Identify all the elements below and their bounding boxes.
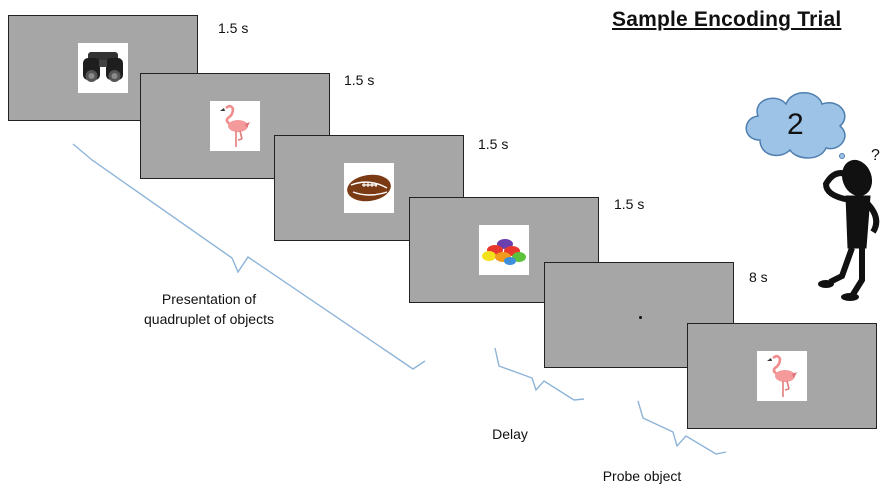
presentation-bracket <box>72 143 426 370</box>
probe-object-label: Probe object <box>602 468 682 484</box>
flamingo-image <box>210 101 260 151</box>
fixation-dot <box>639 316 642 319</box>
delay-label: Delay <box>492 426 528 442</box>
frame-1-duration: 1.5 s <box>218 20 249 36</box>
frame-4-duration: 1.5 s <box>614 196 645 212</box>
svg-text:?: ? <box>871 147 880 164</box>
probe-flamingo-image <box>757 351 807 401</box>
thought-number: 2 <box>787 108 804 141</box>
page-title: Sample Encoding Trial <box>612 8 842 31</box>
frame-3-duration: 1.5 s <box>478 136 509 152</box>
presentation-label: Presentation of quadruplet of objects <box>144 291 274 327</box>
thought-bubble-small <box>839 153 845 159</box>
frame-5-duration: 8 s <box>749 269 768 285</box>
football-image <box>344 163 394 213</box>
thought-cloud <box>745 92 846 159</box>
binoculars-image <box>78 43 128 93</box>
probe-frame <box>687 323 877 429</box>
delay-bracket <box>494 347 585 401</box>
thinking-figure-icon: ? <box>818 147 880 301</box>
jelly-beans-image <box>479 225 529 275</box>
frame-2-duration: 1.5 s <box>344 72 375 88</box>
probe-bracket <box>637 400 727 455</box>
